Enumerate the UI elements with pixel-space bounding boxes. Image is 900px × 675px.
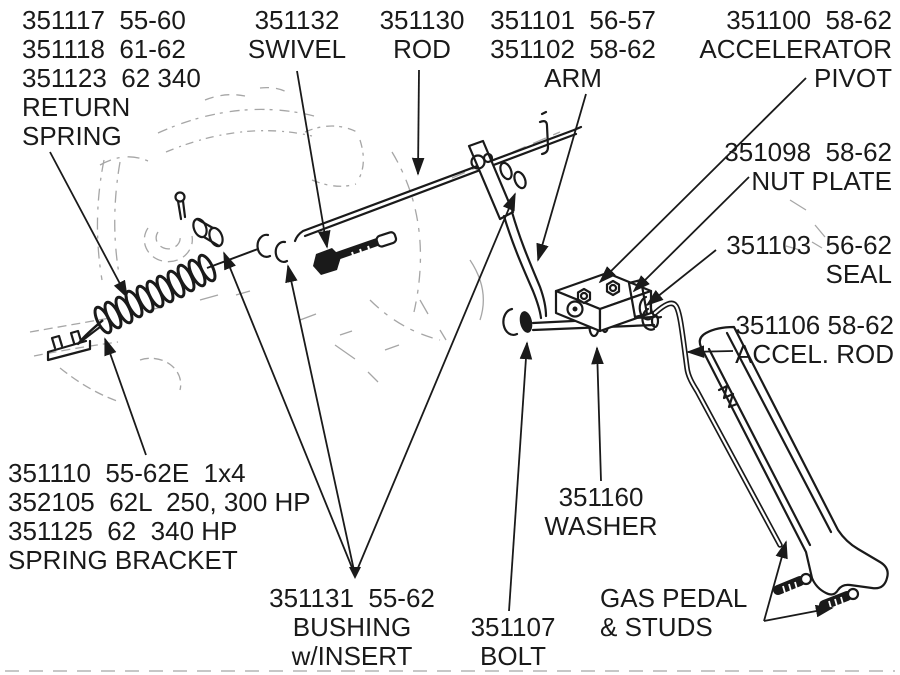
bushing-arrow-middle xyxy=(285,264,356,576)
bolt-arrow xyxy=(508,341,533,612)
spring-bracket-arrow xyxy=(104,337,147,456)
label-spring-bracket: 351110 55-62E 1x4 352105 62L 250, 300 HP… xyxy=(8,458,311,575)
label-rod: 351130 ROD xyxy=(379,5,465,64)
label-swivel: 351132 SWIVEL xyxy=(247,5,347,64)
bushing-arrow-right xyxy=(354,192,516,576)
label-accelerator-pivot: 351100 58-62 ACCELERATOR PIVOT xyxy=(699,5,892,93)
rod-arrow xyxy=(411,69,425,176)
swivel-arrow xyxy=(296,70,331,249)
bushing-front-drawing xyxy=(192,217,224,248)
bushing-middle-drawing xyxy=(256,233,289,263)
bushing-arrow-left xyxy=(223,251,356,576)
gas-pedal-drawing xyxy=(698,325,889,596)
swivel-drawing xyxy=(313,231,398,275)
leader-arrows xyxy=(49,69,834,622)
accel-rod-drawing xyxy=(641,300,783,548)
studs-drawing xyxy=(773,572,860,610)
engine-sketch-drawing xyxy=(5,86,895,672)
rod-drawing xyxy=(293,125,583,243)
label-seal: 351103 56-62 SEAL xyxy=(726,230,892,289)
label-bolt: 351107 BOLT xyxy=(470,612,556,671)
gas-pedal-arrow xyxy=(763,540,788,622)
label-return-spring: 351117 55-60 351118 61-62 351123 62 340 … xyxy=(22,5,201,151)
spring-bracket-drawing xyxy=(46,325,102,362)
bolt-retainer-drawing xyxy=(502,307,533,336)
label-arm: 351101 56-57 351102 58-62 ARM xyxy=(490,5,656,93)
arm-drawing xyxy=(467,139,548,320)
return-spring-arrow xyxy=(49,151,128,299)
seal-arrow xyxy=(645,249,717,307)
label-accel-rod: 351106 58-62 ACCEL. ROD xyxy=(735,310,894,369)
cotter-pin-drawing xyxy=(174,191,187,221)
studs-arrow xyxy=(763,604,834,622)
pivot-bracket-drawing xyxy=(554,271,653,333)
label-gas-pedal: GAS PEDAL & STUDS xyxy=(600,583,748,642)
arm-arrow xyxy=(536,93,587,262)
firewall-hook-drawing xyxy=(538,110,550,156)
label-bushing: 351131 55-62 BUSHING w/INSERT xyxy=(269,583,435,671)
bushing-fork-point xyxy=(349,567,361,579)
return-spring-drawing xyxy=(78,248,259,344)
pivot-arrow xyxy=(598,77,807,284)
nut-plate-arrow xyxy=(632,176,750,293)
label-washer: 351160 WASHER xyxy=(544,482,658,541)
accel-rod-arrow xyxy=(686,345,734,358)
washer-arrow xyxy=(591,346,604,482)
label-nut-plate: 351098 58-62 NUT PLATE xyxy=(724,137,892,196)
bushing-firewall-drawing xyxy=(499,161,527,190)
